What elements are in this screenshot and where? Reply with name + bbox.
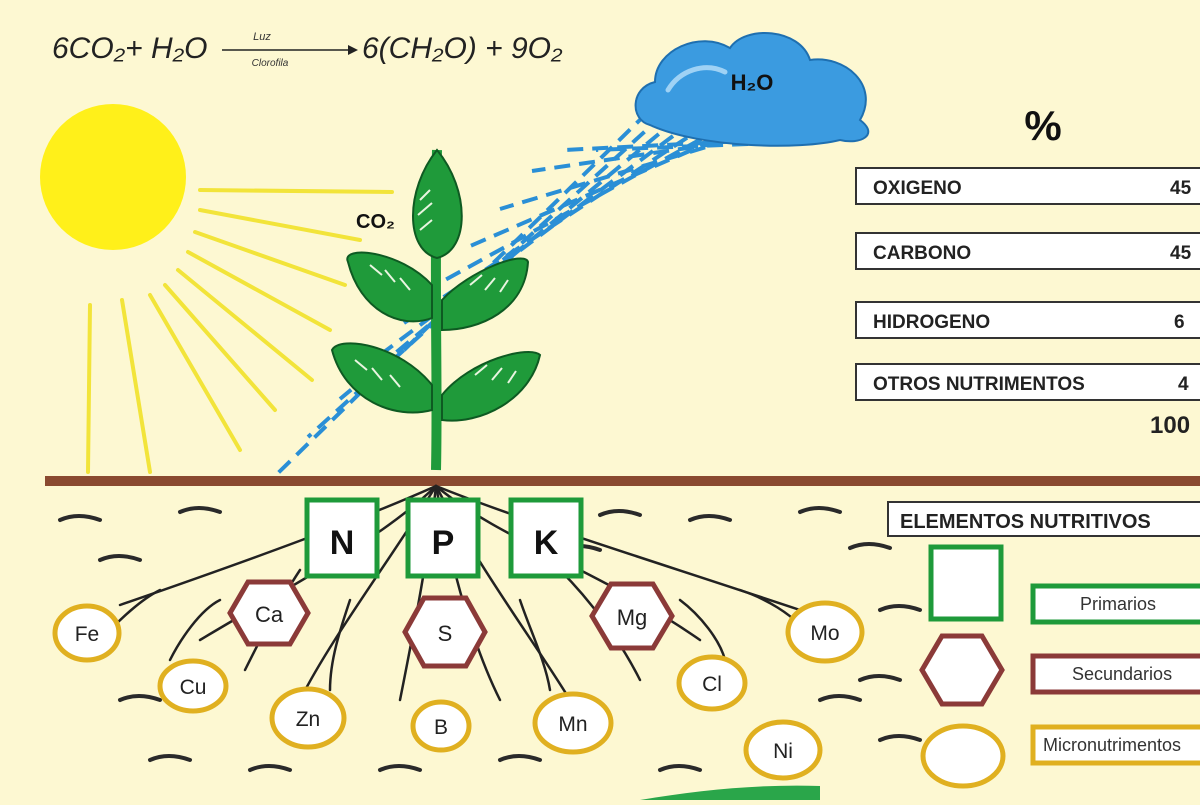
equation-arrow-bottom: Clorofila — [252, 58, 289, 69]
legend-square-icon — [928, 544, 1004, 622]
soil-dash — [878, 604, 922, 612]
npk-box-k: K — [508, 497, 584, 579]
equation-products: 6(CH₂O) + 9O₂ — [362, 32, 563, 65]
cloud-icon — [634, 32, 870, 147]
percent-row-name: OTROS NUTRIMENTOS — [873, 374, 1085, 395]
soil-dash — [798, 506, 842, 514]
ellipse-mo: Mo — [785, 600, 865, 664]
bottom-swoosh — [640, 785, 820, 800]
cloud-label: H₂O — [731, 70, 774, 95]
element-label-zn: Zn — [296, 708, 321, 731]
soil-dash — [118, 694, 162, 702]
soil-dash — [248, 764, 292, 772]
rain-streak — [499, 131, 754, 211]
hexagon-s: S — [402, 595, 488, 669]
legend-primary-label: Primarios — [1080, 594, 1156, 614]
rain-streaks — [274, 110, 799, 477]
npk-box-n: N — [304, 497, 380, 579]
ellipse-cl: Cl — [676, 654, 748, 712]
percent-row-carbon: CARBONO 45 — [855, 232, 1200, 270]
ellipse-b: B — [410, 699, 472, 753]
legend-title: ELEMENTOS NUTRITIVOS — [900, 511, 1151, 533]
percent-row-value: 45 — [1170, 243, 1192, 264]
equation-arrow-top: Luz — [253, 31, 271, 43]
legend-title-box: ELEMENTOS NUTRITIVOS — [887, 501, 1200, 537]
element-label-mo: Mo — [810, 622, 839, 645]
soil-dash — [178, 506, 222, 514]
element-label-ca: Ca — [255, 602, 284, 627]
element-label-mn: Mn — [558, 713, 587, 736]
hexagon-mg: Mg — [589, 581, 675, 651]
npk-label-n: N — [330, 524, 355, 562]
soil-dash — [498, 754, 542, 762]
element-label-ni: Ni — [773, 740, 793, 763]
soil-dash — [858, 674, 902, 682]
element-label-cl: Cl — [702, 673, 722, 696]
soil-dash — [848, 542, 892, 550]
npk-label-p: P — [432, 524, 455, 562]
co2-label: CO₂ — [356, 211, 395, 233]
soil-dash — [878, 734, 922, 742]
plant-icon — [330, 148, 542, 471]
ellipse-mn: Mn — [532, 691, 614, 755]
percent-row-value: 4 — [1178, 374, 1189, 395]
soil-dash — [378, 764, 422, 772]
legend-secondary-label: Secundarios — [1072, 664, 1172, 684]
ellipse-ni: Ni — [743, 719, 823, 781]
element-label-fe: Fe — [75, 623, 100, 646]
percent-row-name: HIDROGENO — [873, 312, 990, 333]
element-label-s: S — [438, 621, 453, 646]
soil-dash — [658, 764, 702, 772]
npk-box-p: P — [405, 497, 481, 579]
legend-secondary: Secundarios — [1030, 653, 1200, 695]
percent-row-hydrogen: HIDROGENO 6 — [855, 301, 1200, 339]
element-label-b: B — [434, 716, 448, 739]
soil-dash — [688, 514, 732, 522]
soil-dash — [98, 554, 142, 562]
soil-dash — [818, 694, 862, 702]
percent-row-name: OXIGENO — [873, 178, 962, 199]
percent-row-name: CARBONO — [873, 243, 971, 264]
hexagon-ca: Ca — [227, 579, 311, 647]
percent-row-oxygen: OXIGENO 45 — [855, 167, 1200, 205]
percent-row-other: OTROS NUTRIMENTOS 4 — [855, 363, 1200, 401]
percent-total: 100 — [1150, 412, 1190, 439]
ellipse-cu: Cu — [157, 658, 229, 714]
equation-reactants: 6CO₂+ H₂O — [52, 32, 207, 65]
npk-label-k: K — [534, 524, 559, 562]
element-label-mg: Mg — [617, 605, 648, 630]
legend-ellipse-icon — [920, 723, 1006, 789]
percent-header: % — [1024, 102, 1061, 149]
ellipse-zn: Zn — [269, 686, 347, 750]
soil-texture — [58, 506, 922, 772]
percent-row-value: 45 — [1170, 178, 1192, 199]
rain-streak — [435, 125, 724, 287]
soil-dash — [148, 754, 192, 762]
ground-line — [45, 476, 1200, 486]
sun-icon — [40, 104, 186, 250]
ellipse-fe: Fe — [52, 603, 122, 663]
legend-micro: Micronutrimentos — [1030, 724, 1200, 766]
photosynthesis-equation: 6CO₂+ H₂O Luz Clorofila 6(CH₂O) + 9O₂ — [52, 31, 563, 69]
sun-rays — [86, 188, 394, 474]
legend-primary: Primarios — [1030, 583, 1200, 625]
percent-row-value: 6 — [1174, 312, 1185, 333]
equation-arrow-head-icon — [348, 45, 358, 55]
soil-dash — [598, 509, 642, 517]
soil-dash — [58, 514, 102, 522]
element-label-cu: Cu — [180, 676, 207, 699]
legend-hexagon-icon — [919, 633, 1005, 707]
legend-micro-label: Micronutrimentos — [1043, 735, 1181, 755]
